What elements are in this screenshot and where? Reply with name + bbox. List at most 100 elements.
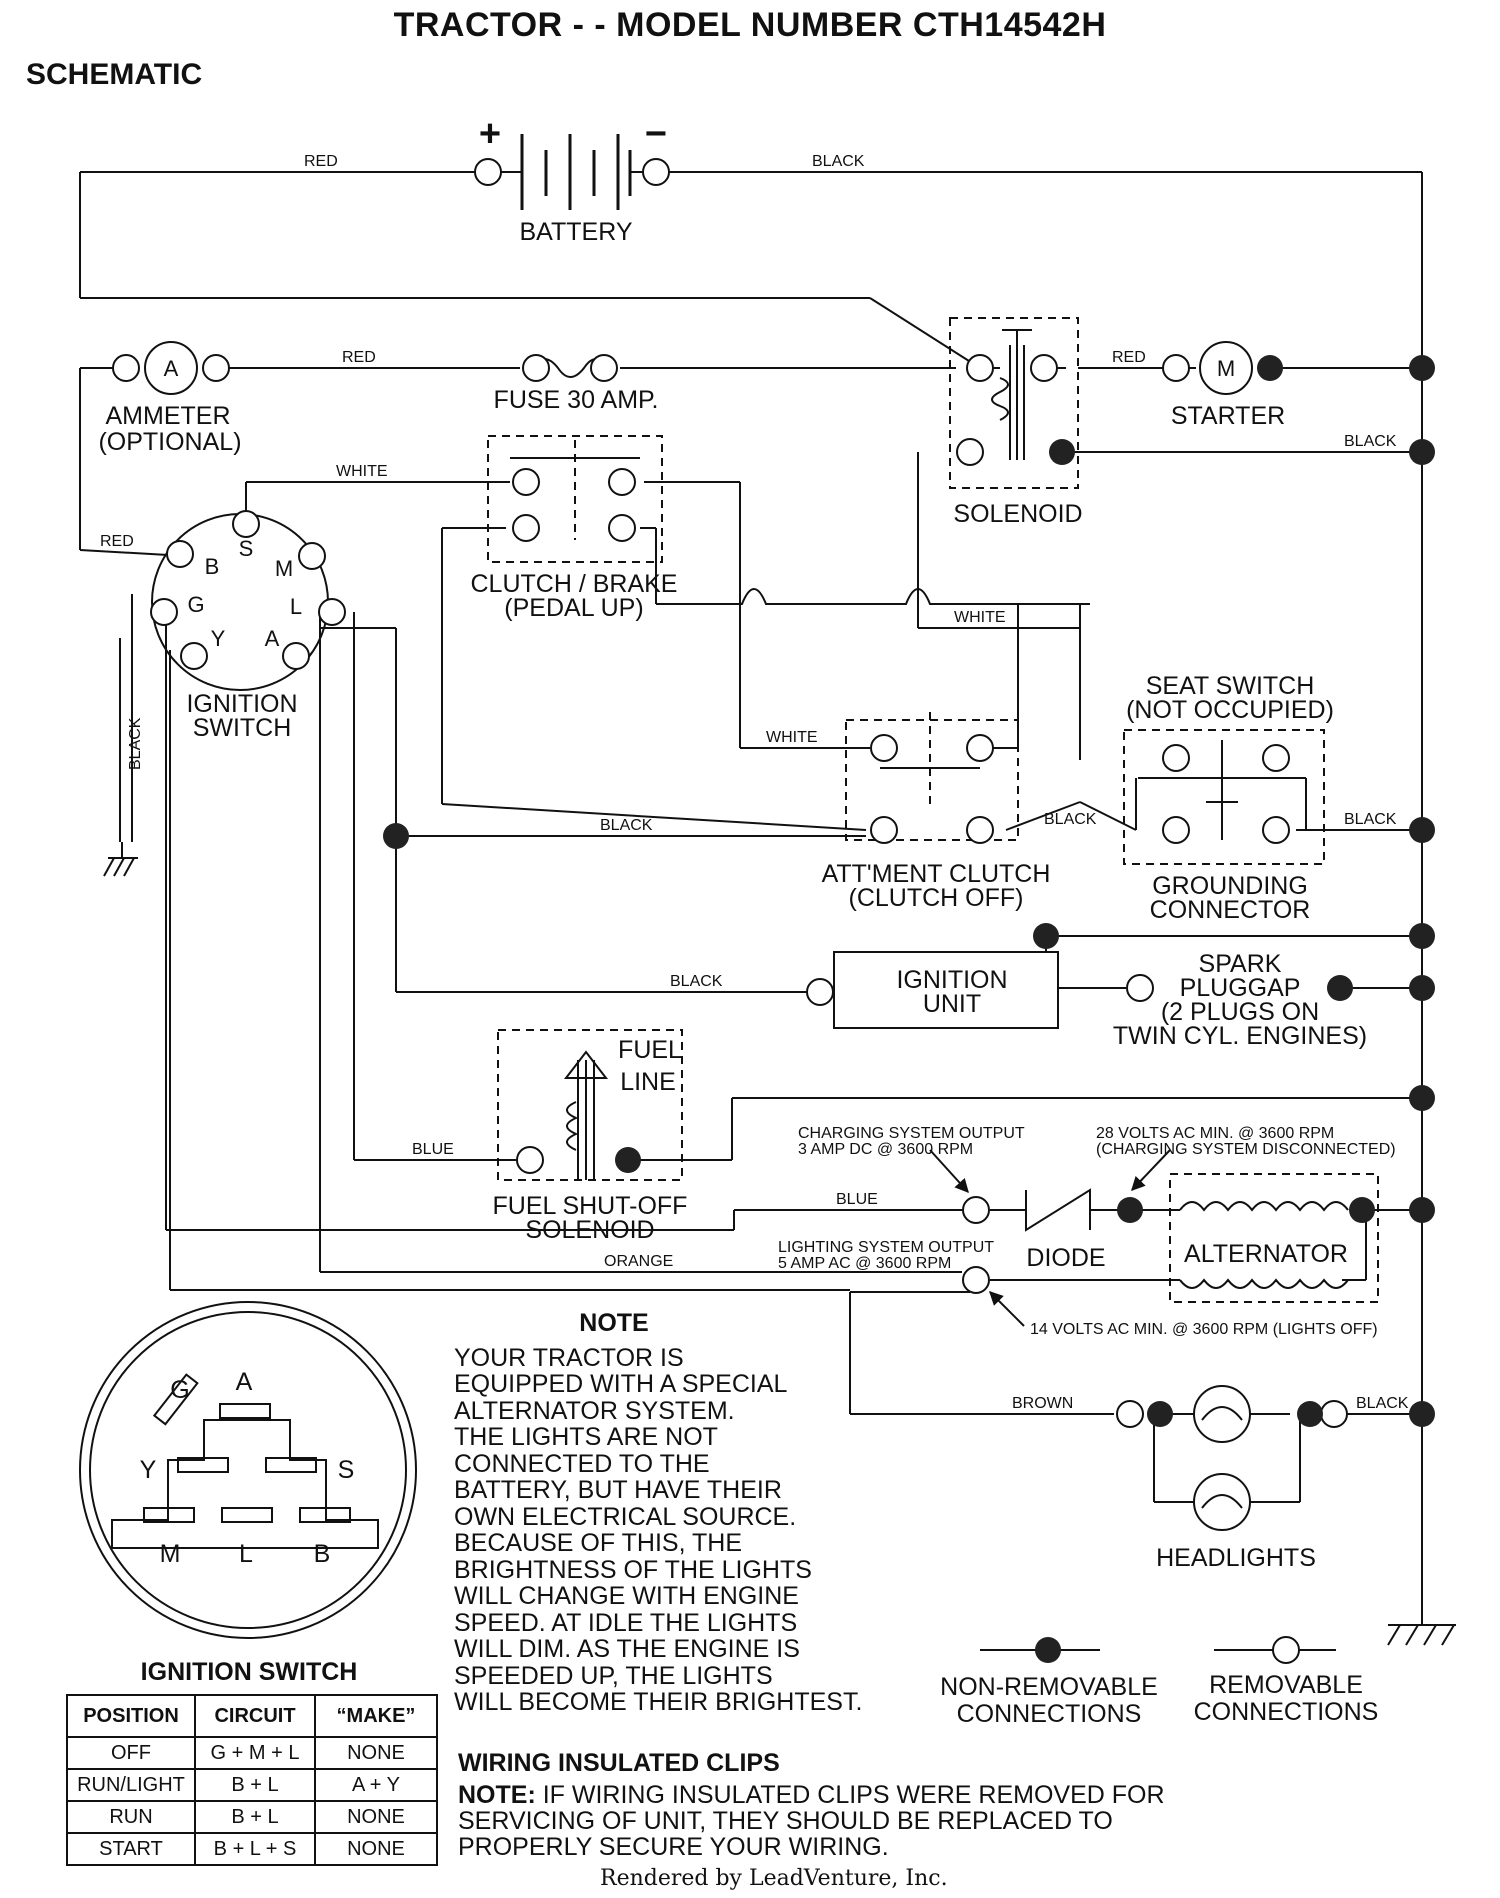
spark-label-3: (2 PLUGS ON: [1161, 998, 1319, 1026]
connector-outer-ring: [79, 1301, 417, 1639]
wire-label-brown: BROWN: [1012, 1395, 1073, 1412]
diode-symbol: [1025, 1188, 1091, 1232]
fuel-solenoid-box: [497, 1029, 683, 1181]
table-cell: A + Y: [314, 1768, 438, 1802]
table-row: START B + L + S NONE: [66, 1832, 438, 1866]
table-cell: NONE: [314, 1800, 438, 1834]
spark-label-1: SPARK: [1199, 950, 1282, 978]
connector-pin-g: [152, 1373, 199, 1426]
wire-label-black-seat: BLACK: [1344, 811, 1397, 828]
ignition-term-a: A: [265, 626, 280, 651]
grounding-label-2: CONNECTOR: [1150, 896, 1311, 924]
connector-label-s: S: [338, 1456, 355, 1484]
note-line: YOUR TRACTOR IS: [454, 1343, 684, 1372]
ignition-term-l: L: [290, 594, 302, 619]
non-removable-connections: [383, 355, 1435, 1663]
seat-switch-box: [1123, 729, 1325, 865]
wire-label-red-b: RED: [100, 533, 134, 550]
att-clutch-label-1: ATT'MENT CLUTCH: [822, 860, 1051, 888]
ignition-unit-box: [833, 951, 1059, 1029]
ammeter-symbol: A: [164, 356, 179, 381]
solenoid-coil: [991, 377, 1009, 421]
ammeter-label-2: (OPTIONAL): [98, 428, 241, 456]
wire-black-att-out: [1005, 801, 1081, 831]
table-cell: RUN/LIGHT: [66, 1768, 196, 1802]
wire-label-red-battery: RED: [304, 153, 338, 170]
wire-label-black-solenoid: BLACK: [1344, 433, 1397, 450]
table-cell: G + M + L: [194, 1736, 316, 1770]
fuel-solenoid-label-1: FUEL SHUT-OFF: [493, 1192, 688, 1220]
connector-pin-s: [265, 1457, 317, 1473]
note-line: CONNECTED TO THE: [454, 1449, 710, 1478]
alternator-coil-bottom: [1179, 1278, 1349, 1289]
wire-label-black-battery: BLACK: [812, 153, 865, 170]
alternator-coil-top: [1179, 1201, 1349, 1212]
note-line: BECAUSE OF THIS, THE: [454, 1529, 743, 1557]
wire-label-red-fuse: RED: [342, 349, 376, 366]
note-line: SPEEDED UP, THE LIGHTS: [454, 1661, 773, 1690]
lighting-output-label-1: LIGHTING SYSTEM OUTPUT: [778, 1239, 994, 1256]
ac14-label: 14 VOLTS AC MIN. @ 3600 RPM (LIGHTS OFF): [1030, 1321, 1378, 1338]
seat-switch-label-2: (NOT OCCUPIED): [1126, 696, 1334, 724]
wire-label-white-clutch: WHITE: [766, 729, 818, 746]
clips-note-label: NOTE:: [458, 1781, 536, 1809]
connector-label-g: G: [170, 1376, 189, 1404]
wire-red-to-b: [79, 549, 169, 556]
starter-symbol: M: [1217, 356, 1235, 381]
headlight-bottom: [1193, 1473, 1251, 1531]
table-header: “MAKE”: [314, 1694, 438, 1738]
connector-label-y: Y: [140, 1456, 157, 1484]
ignition-term-m: M: [275, 556, 293, 581]
connector-label-l: L: [239, 1540, 253, 1568]
wire-clutch-to-att: [441, 803, 867, 831]
connector-inner-ring: [89, 1311, 407, 1629]
att-clutch-label-2: (CLUTCH OFF): [849, 884, 1024, 912]
connector-pin-m: [143, 1507, 195, 1523]
connector-label-b: B: [314, 1540, 331, 1568]
legend-non-removable-line1: NON-REMOVABLE: [940, 1673, 1158, 1701]
wire-label-red-starter: RED: [1112, 349, 1146, 366]
ac28-label-2: (CHARGING SYSTEM DISCONNECTED): [1096, 1141, 1396, 1158]
legend-non-removable: NON-REMOVABLE CONNECTIONS: [926, 1674, 1172, 1728]
wire-label-black-ground: BLACK: [127, 717, 144, 770]
legend-removable-line1: REMOVABLE: [1209, 1671, 1363, 1699]
legend-removable: REMOVABLE CONNECTIONS: [1174, 1672, 1398, 1726]
ignition-term-g: G: [187, 592, 204, 617]
note-line: WILL BECOME THEIR BRIGHTEST.: [454, 1688, 863, 1716]
page-title: TRACTOR - - MODEL NUMBER CTH14542H: [393, 6, 1107, 44]
table-cell: OFF: [66, 1736, 196, 1770]
wiring-clips-note: WIRING INSULATED CLIPS NOTE: IF WIRING I…: [458, 1750, 1278, 1860]
table-row: RUN/LIGHT B + L A + Y: [66, 1768, 438, 1802]
alternator-note: NOTE YOUR TRACTOR IS EQUIPPED WITH A SPE…: [454, 1310, 934, 1716]
legend-non-removable-line2: CONNECTIONS: [956, 1700, 1142, 1728]
wire-label-black-main: BLACK: [600, 817, 653, 834]
ignition-term-b: B: [205, 554, 220, 579]
charging-output-label-1: CHARGING SYSTEM OUTPUT: [798, 1125, 1025, 1142]
fuel-solenoid-label-2: SOLENOID: [525, 1216, 654, 1244]
grounding-label-1: GROUNDING: [1152, 872, 1308, 900]
att-clutch-box: [845, 719, 1019, 841]
connector-label-m: M: [160, 1540, 181, 1568]
wire-label-blue-charging: BLUE: [836, 1191, 878, 1208]
fuse-label: FUSE 30 AMP.: [494, 386, 659, 414]
note-line: WILL DIM. AS THE ENGINE IS: [454, 1635, 800, 1663]
note-heading: NOTE: [579, 1309, 649, 1337]
ignition-term-s: S: [239, 536, 254, 561]
ignition-unit-label-1: IGNITION: [896, 966, 1007, 994]
wire-clutch-cross: [740, 588, 1090, 605]
table-cell: NONE: [314, 1832, 438, 1866]
table-cell: B + L: [194, 1768, 316, 1802]
table-row: OFF G + M + L NONE: [66, 1736, 438, 1770]
alternator-label: ALTERNATOR: [1184, 1240, 1348, 1268]
clutch-brake-box: [487, 435, 663, 563]
alternator-box: [1169, 1173, 1379, 1303]
table-cell: RUN: [66, 1800, 196, 1834]
wire-label-blue-fuel: BLUE: [412, 1141, 454, 1158]
spark-label-4: TWIN CYL. ENGINES): [1113, 1022, 1367, 1050]
note-line: OWN ELECTRICAL SOURCE.: [454, 1502, 797, 1531]
wire-label-black-ignition-unit: BLACK: [670, 973, 723, 990]
connector-label-a: A: [236, 1368, 253, 1396]
clips-heading: WIRING INSULATED CLIPS: [458, 1749, 780, 1777]
spark-label-2: PLUGGAP: [1180, 974, 1301, 1002]
clips-note-text-3: PROPERLY SECURE YOUR WIRING.: [458, 1833, 889, 1861]
